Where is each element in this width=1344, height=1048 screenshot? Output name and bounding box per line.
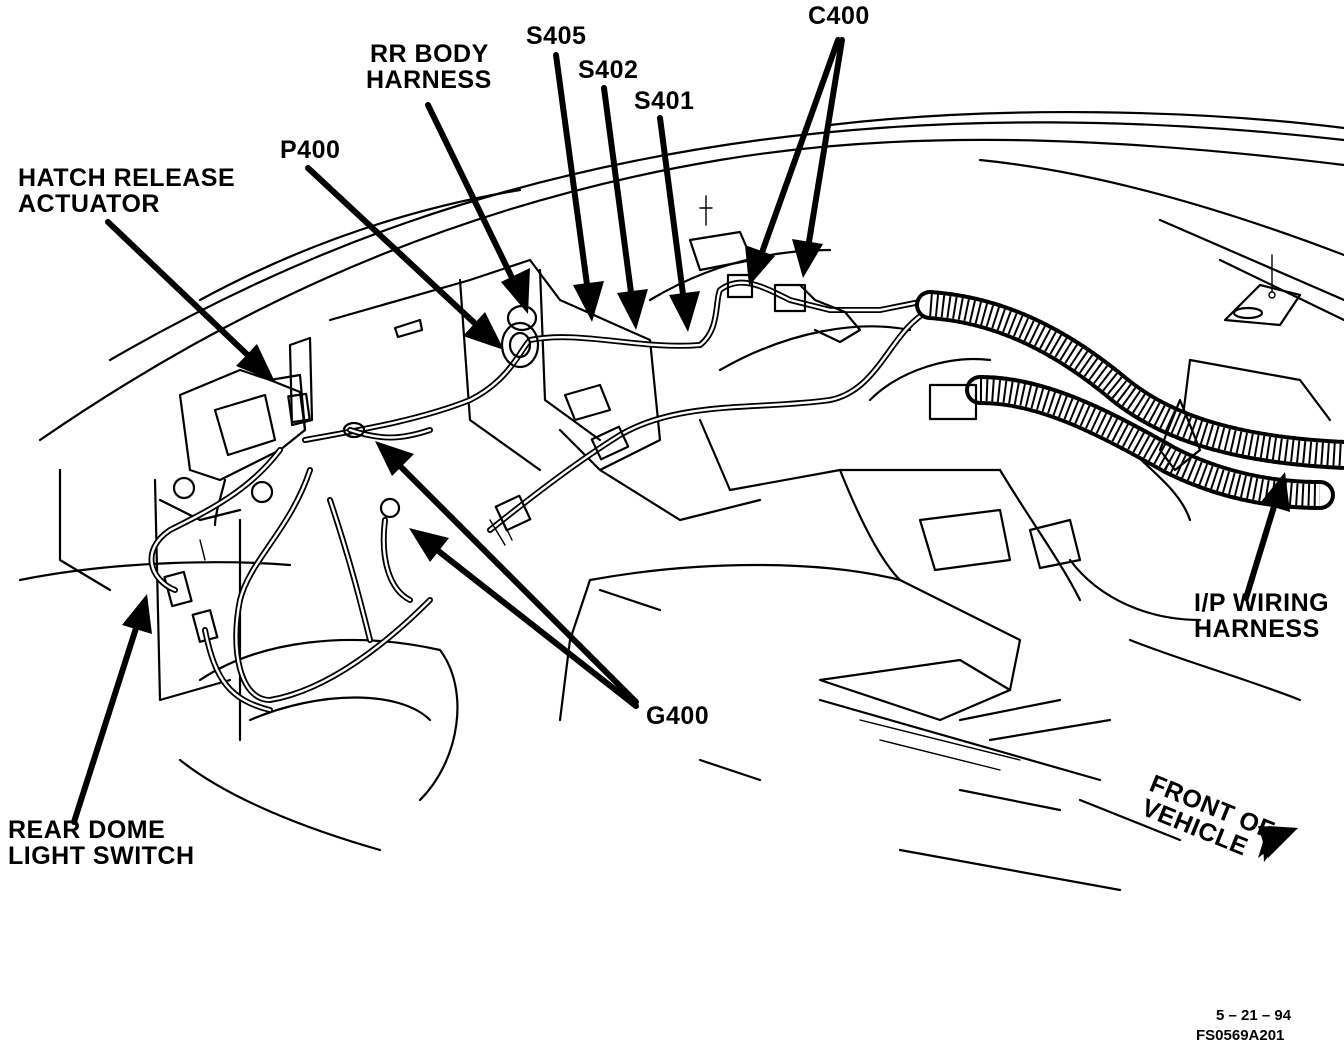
rear-body-wiring xyxy=(148,273,933,713)
label-ip-wiring-harness-line2: HARNESS xyxy=(1194,615,1320,643)
label-s402: S402 xyxy=(578,56,638,84)
label-g400: G400 xyxy=(646,702,709,730)
label-rr-body-harness: RR BODY xyxy=(370,40,489,68)
label-s401: S401 xyxy=(634,87,694,115)
label-rear-dome-light-switch: REAR DOME xyxy=(8,816,165,844)
figure-date: 5 – 21 – 94 xyxy=(1216,1007,1292,1024)
ip-wiring-harness xyxy=(915,290,1344,510)
figure-footer: 5 – 21 – 94 FS0569A201 xyxy=(1196,1007,1292,1044)
label-hatch-release-actuator-line2: ACTUATOR xyxy=(18,190,160,218)
label-s405: S405 xyxy=(526,22,586,50)
label-p400: P400 xyxy=(280,136,340,164)
label-c400: C400 xyxy=(808,2,870,30)
label-rear-dome-light-switch-line2: LIGHT SWITCH xyxy=(8,842,195,870)
vehicle-body-outline xyxy=(18,111,1344,892)
figure-code: FS0569A201 xyxy=(1196,1027,1284,1044)
label-rr-body-harness-line2: HARNESS xyxy=(366,66,492,94)
label-hatch-release-actuator: HATCH RELEASE xyxy=(18,164,235,192)
label-arrows xyxy=(71,37,1298,862)
label-ip-wiring-harness: I/P WIRING xyxy=(1194,589,1329,617)
